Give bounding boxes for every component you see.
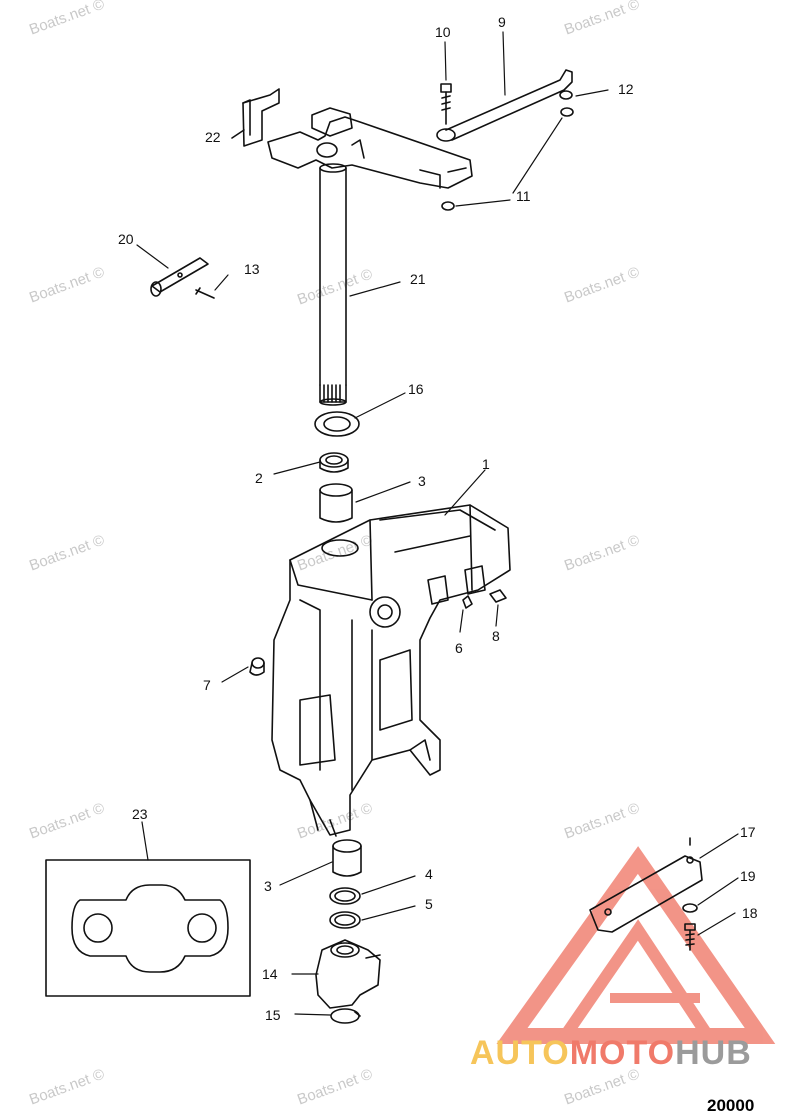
part-12-washer	[559, 90, 573, 100]
callout-3-upper: 3	[418, 473, 426, 489]
part-6-bolt	[462, 595, 473, 609]
part-13-bolt	[195, 289, 215, 299]
callout-1: 1	[482, 456, 490, 472]
part-14-swivel-head	[315, 939, 381, 1009]
part-5-washer	[329, 911, 361, 929]
callout-18: 18	[742, 905, 758, 921]
callout-9: 9	[498, 14, 506, 30]
part-11-nut-b	[441, 201, 455, 211]
callout-11: 11	[516, 188, 531, 204]
part-16-washer	[314, 411, 360, 437]
logo-wordmark: AUTOMOTOHUB	[470, 1034, 752, 1073]
callout-2: 2	[255, 470, 263, 486]
callout-3-lower: 3	[264, 878, 272, 894]
part-18-bolt	[684, 923, 696, 951]
callout-15: 15	[265, 1007, 281, 1023]
part-1-swivel-bracket	[271, 504, 511, 837]
callout-5: 5	[425, 896, 433, 912]
part-3-bushing-upper	[319, 483, 353, 523]
logo-part-auto: AUTO	[470, 1034, 570, 1072]
callout-12: 12	[618, 81, 634, 97]
callout-13: 13	[244, 261, 260, 277]
logo-part-hub: HUB	[675, 1034, 752, 1072]
callout-23: 23	[132, 806, 148, 822]
callout-10: 10	[435, 24, 451, 40]
part-9-link-rod	[436, 69, 573, 142]
part-17-plate	[589, 837, 703, 933]
figure-number: 20000	[707, 1096, 755, 1115]
callout-21: 21	[410, 271, 426, 287]
part-19-washer	[682, 903, 698, 913]
part-4-washer	[329, 887, 361, 905]
callout-4: 4	[425, 866, 433, 882]
steering-arm	[267, 107, 473, 189]
callout-20: 20	[118, 231, 134, 247]
part-10-bolt	[440, 83, 452, 125]
callout-19: 19	[740, 868, 756, 884]
part-21-steering-shaft	[319, 163, 347, 406]
part-23-gasket-inset	[45, 859, 251, 997]
callout-16: 16	[408, 381, 424, 397]
part-11-nut-a	[560, 107, 574, 117]
part-20-pin	[150, 257, 209, 297]
callout-8: 8	[492, 628, 500, 644]
part-2-seal	[319, 452, 349, 473]
part-7-bushing	[249, 657, 265, 676]
part-15-retaining-ring	[330, 1008, 361, 1024]
callout-22: 22	[205, 129, 221, 145]
part-3-bushing-lower	[332, 839, 362, 877]
part-8-bolt	[489, 589, 507, 603]
part-22-bracket	[242, 88, 280, 147]
callout-7: 7	[203, 677, 211, 693]
callout-17: 17	[740, 824, 756, 840]
logo-part-moto: MOTO	[569, 1034, 676, 1072]
leader-lines	[136, 31, 739, 1016]
callout-14: 14	[262, 966, 278, 982]
callout-6: 6	[455, 640, 463, 656]
